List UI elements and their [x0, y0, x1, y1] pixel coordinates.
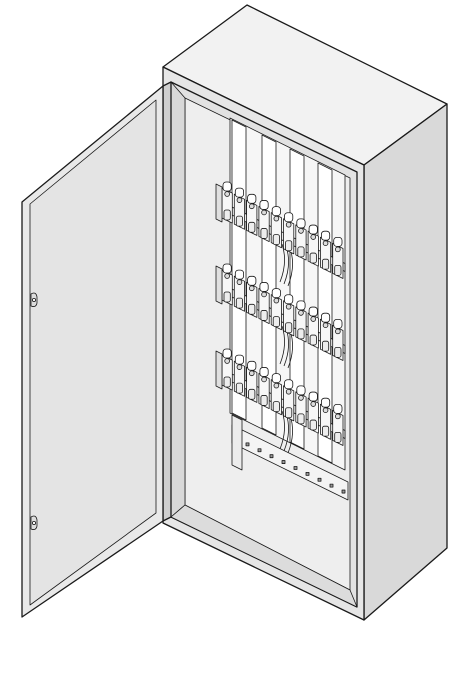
cabinet-floor	[170, 504, 358, 608]
rail-hole	[245, 442, 250, 447]
terminal-block	[258, 200, 270, 243]
rail-hole	[269, 454, 274, 459]
terminal-block	[283, 379, 295, 422]
door-hinge	[30, 292, 38, 307]
rail-holes	[245, 442, 346, 494]
end-clip	[215, 183, 223, 223]
rail-hole	[293, 466, 298, 470]
cabinet-side-face	[363, 103, 448, 621]
terminal-block	[233, 269, 246, 312]
terminal-block	[221, 348, 233, 391]
terminal-block	[307, 224, 319, 267]
terminal-block	[233, 354, 246, 397]
terminal-block	[319, 312, 332, 355]
end-clip	[215, 265, 223, 305]
terminal-block	[332, 318, 344, 361]
terminal-row	[215, 348, 346, 454]
terminal-block	[307, 391, 319, 434]
terminal-row	[215, 263, 346, 369]
terminal-block	[319, 230, 332, 273]
rail-hole	[257, 448, 262, 453]
cabinet-inner-left-wall	[170, 81, 186, 518]
terminal-block	[332, 236, 344, 279]
rail-hole	[329, 483, 334, 488]
lower-rail-bracket	[231, 414, 243, 471]
end-clip	[215, 350, 223, 390]
door-inner-border	[29, 99, 157, 606]
terminal-block	[221, 263, 233, 306]
rail-hole	[281, 460, 286, 464]
terminal-block	[246, 360, 258, 403]
terminal-block	[233, 187, 246, 230]
terminal-block	[319, 397, 332, 440]
terminal-block	[295, 300, 307, 343]
terminal-block	[246, 193, 258, 236]
terminal-block	[307, 306, 319, 349]
terminal-block	[258, 282, 270, 325]
terminal-block	[246, 275, 258, 318]
terminal-block	[295, 218, 307, 261]
door-edge	[162, 81, 172, 522]
terminal-block	[221, 181, 233, 224]
rail-hole	[305, 471, 310, 476]
lower-rail	[231, 414, 349, 501]
rail-hole	[317, 477, 322, 482]
terminal-block	[270, 373, 282, 416]
rail-hole	[341, 489, 346, 494]
terminal-row	[215, 181, 346, 287]
terminal-block	[332, 403, 344, 446]
terminal-block	[283, 212, 295, 255]
terminal-block	[270, 206, 282, 249]
door-hinge	[30, 515, 38, 530]
terminal-rows	[215, 181, 346, 454]
terminal-block	[295, 385, 307, 428]
terminal-block	[258, 367, 270, 410]
terminal-block	[270, 288, 282, 331]
terminal-block	[283, 294, 295, 337]
